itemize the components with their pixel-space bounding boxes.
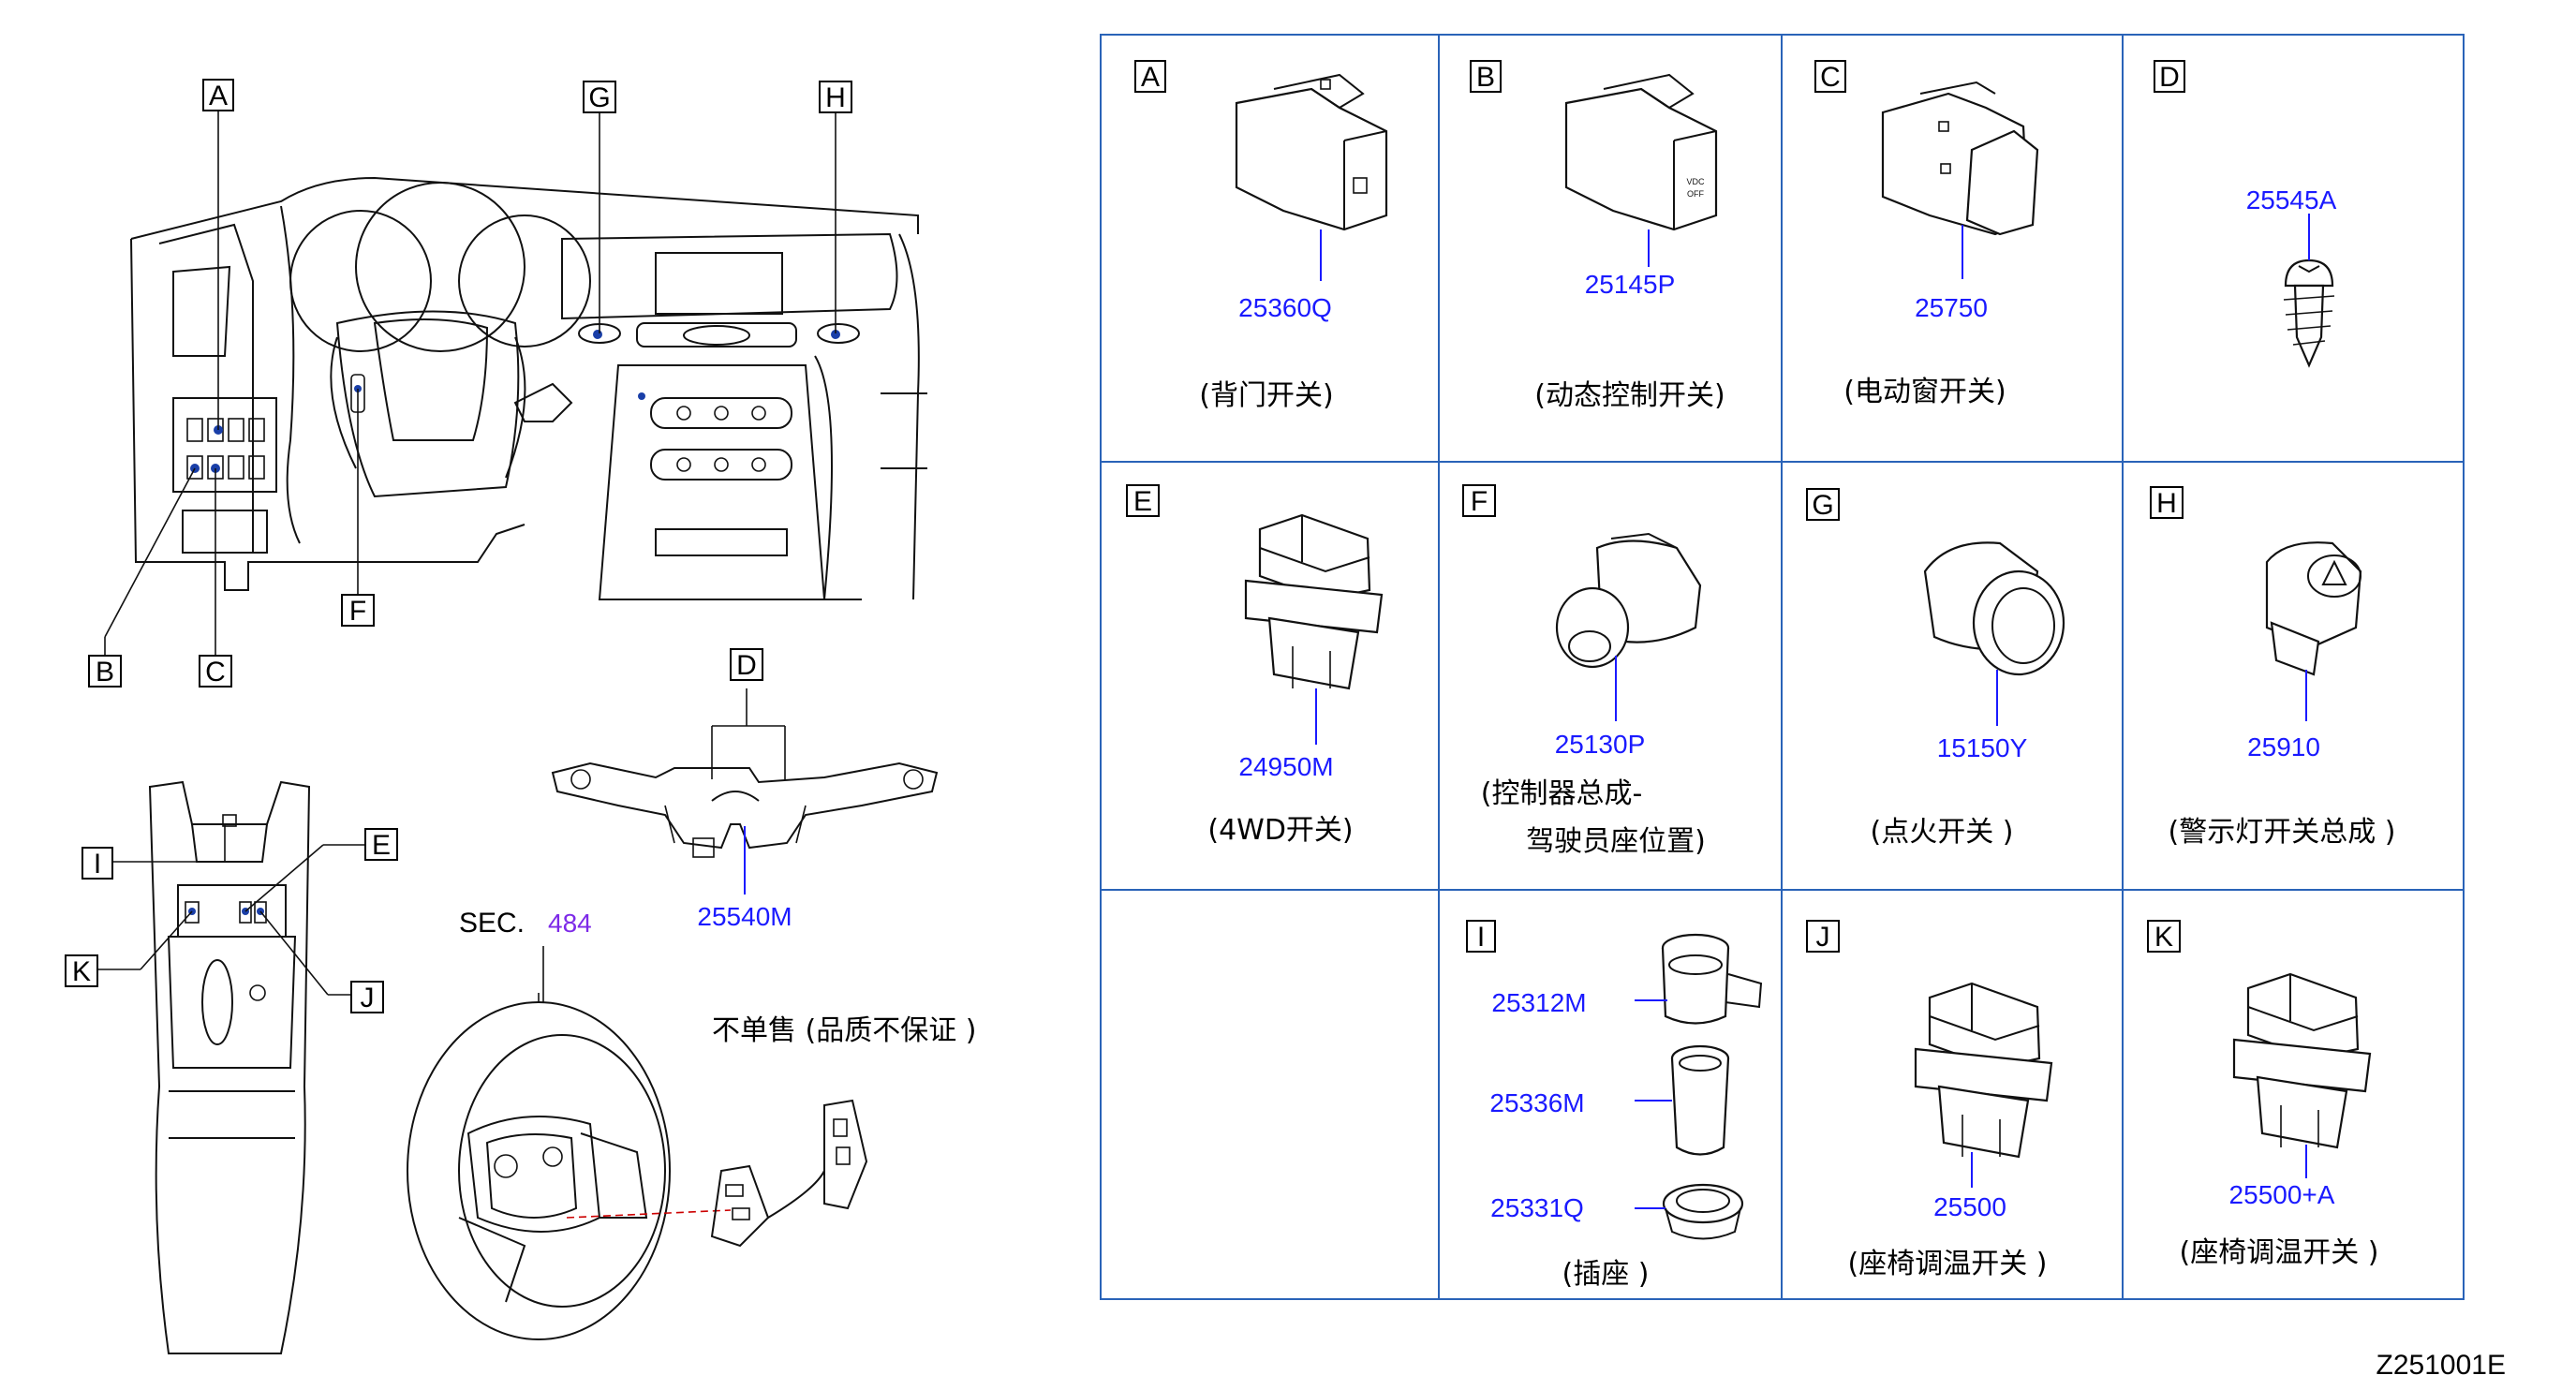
desc-hazard-switch-assembly: (警示灯开关总成 ) <box>2169 816 2396 849</box>
part-number-25500[interactable]: 25500 <box>1933 1192 2006 1221</box>
switch-25910-illustration <box>2265 541 2362 676</box>
svg-text:H: H <box>2156 488 2177 519</box>
cell-e-letter: E <box>1126 484 1160 517</box>
cell-g-letter: G <box>1806 488 1840 521</box>
steering-wheel-illustration <box>407 946 868 1340</box>
not-sold-note: 不单售 (品质不保证 ) <box>712 1014 976 1047</box>
desc-seat-heater-switch: (座椅调温开关 ) <box>1848 1248 2048 1280</box>
svg-text:A: A <box>1141 62 1160 93</box>
sec-label: SEC. <box>459 908 525 939</box>
cell-k-letter: K <box>2147 920 2181 953</box>
svg-text:F: F <box>1471 486 1488 517</box>
svg-text:G: G <box>588 82 610 113</box>
socket-25331q-illustration <box>1662 1183 1744 1240</box>
socket-25312m-illustration <box>1661 933 1763 1025</box>
svg-text:J: J <box>1816 922 1830 953</box>
cell-j-letter: J <box>1806 920 1840 953</box>
cell-h-letter: H <box>2150 486 2184 519</box>
svg-text:E: E <box>1133 486 1152 517</box>
part-number-25331q[interactable]: 25331Q <box>1490 1193 1584 1222</box>
switch-25360q-illustration <box>1235 73 1388 231</box>
switch-15150y-illustration <box>1923 541 2065 676</box>
cell-a-letter: A <box>1134 60 1166 93</box>
diagram-code: Z251001E <box>2376 1350 2506 1381</box>
parts-grid <box>1100 34 2465 1300</box>
svg-text:VDC: VDC <box>1686 177 1705 186</box>
cell-c-letter: C <box>1814 60 1846 93</box>
part-number-25910[interactable]: 25910 <box>2247 732 2320 762</box>
desc-seat-heater-switch-2: (座椅调温开关 ) <box>2180 1236 2379 1269</box>
svg-text:F: F <box>349 596 366 627</box>
svg-text:D: D <box>2159 62 2180 93</box>
cell-f-letter: F <box>1462 484 1496 517</box>
center-console-illustration <box>98 780 365 1354</box>
part-number-25545a[interactable]: 25545A <box>2246 185 2337 214</box>
callout-a: A <box>202 79 234 111</box>
svg-text:A: A <box>209 81 228 111</box>
desc-dynamic-control-switch: (动态控制开关) <box>1534 379 1725 412</box>
cell-b-letter: B <box>1470 60 1502 93</box>
switch-25130p-illustration <box>1555 532 1702 669</box>
cell-d-letter: D <box>2154 60 2185 93</box>
svg-text:C: C <box>1820 62 1841 93</box>
switch-25500-illustration <box>1914 982 2053 1159</box>
svg-text:I: I <box>1477 922 1485 953</box>
callout-f: F <box>341 594 375 627</box>
svg-text:K: K <box>2154 922 2173 953</box>
part-number-25750[interactable]: 25750 <box>1915 293 1988 322</box>
part-number-25130p[interactable]: 25130P <box>1555 730 1646 759</box>
callout-d: D <box>730 648 763 681</box>
svg-text:B: B <box>96 657 114 688</box>
socket-25336m-illustration <box>1670 1044 1730 1156</box>
part-number-25360q[interactable]: 25360Q <box>1238 293 1332 322</box>
callout-k: K <box>65 954 98 987</box>
svg-text:I: I <box>94 849 101 880</box>
dashboard-illustration <box>130 176 927 600</box>
callout-b: B <box>88 655 122 688</box>
svg-text:K: K <box>72 956 91 987</box>
switch-25500a-illustration <box>2232 972 2372 1149</box>
svg-text:C: C <box>205 657 226 688</box>
desc-ignition-switch: (点火开关 ) <box>1871 816 2014 849</box>
part-number-25500a[interactable]: 25500+A <box>2229 1180 2335 1209</box>
desc-4wd-switch: (4WD开关) <box>1207 814 1353 847</box>
svg-text:E: E <box>372 830 391 861</box>
combo-switch-part-number[interactable]: 25540M <box>697 902 792 931</box>
dashboard-leader-lines <box>104 111 836 656</box>
desc-controller-assembly: (控制器总成- <box>1481 777 1643 810</box>
callout-i: I <box>81 847 113 880</box>
callout-g: G <box>583 81 616 113</box>
svg-text:J: J <box>361 983 375 1013</box>
svg-text:G: G <box>1812 490 1833 521</box>
desc-driver-seat-position: 驾驶员座位置) <box>1526 825 1706 858</box>
desc-socket: (插座 ) <box>1562 1258 1650 1291</box>
part-number-15150y[interactable]: 15150Y <box>1937 733 2028 762</box>
svg-text:OFF: OFF <box>1687 189 1704 199</box>
switch-24950m-illustration <box>1244 513 1384 690</box>
svg-text:B: B <box>1476 62 1495 93</box>
callout-j: J <box>350 981 384 1013</box>
combination-switch-illustration <box>551 688 939 895</box>
desc-tailgate-switch: (背门开关) <box>1199 379 1333 412</box>
part-number-24950m[interactable]: 24950M <box>1238 752 1333 781</box>
svg-text:D: D <box>736 650 757 681</box>
switch-25145p-illustration: VDC OFF <box>1564 73 1718 231</box>
svg-text:H: H <box>825 82 846 113</box>
callout-c: C <box>199 655 232 688</box>
part-number-25312m[interactable]: 25312M <box>1491 988 1586 1017</box>
cell-i-letter: I <box>1466 920 1496 953</box>
callout-e: E <box>364 828 398 861</box>
screw-25545a-illustration <box>2283 259 2335 368</box>
switch-25750-illustration <box>1881 81 2039 236</box>
part-number-25336m[interactable]: 25336M <box>1489 1088 1584 1117</box>
callout-h: H <box>819 81 852 113</box>
sec-number[interactable]: 484 <box>548 909 592 938</box>
part-number-25145p[interactable]: 25145P <box>1585 270 1676 299</box>
desc-power-window-switch: (电动窗开关) <box>1843 376 2006 408</box>
